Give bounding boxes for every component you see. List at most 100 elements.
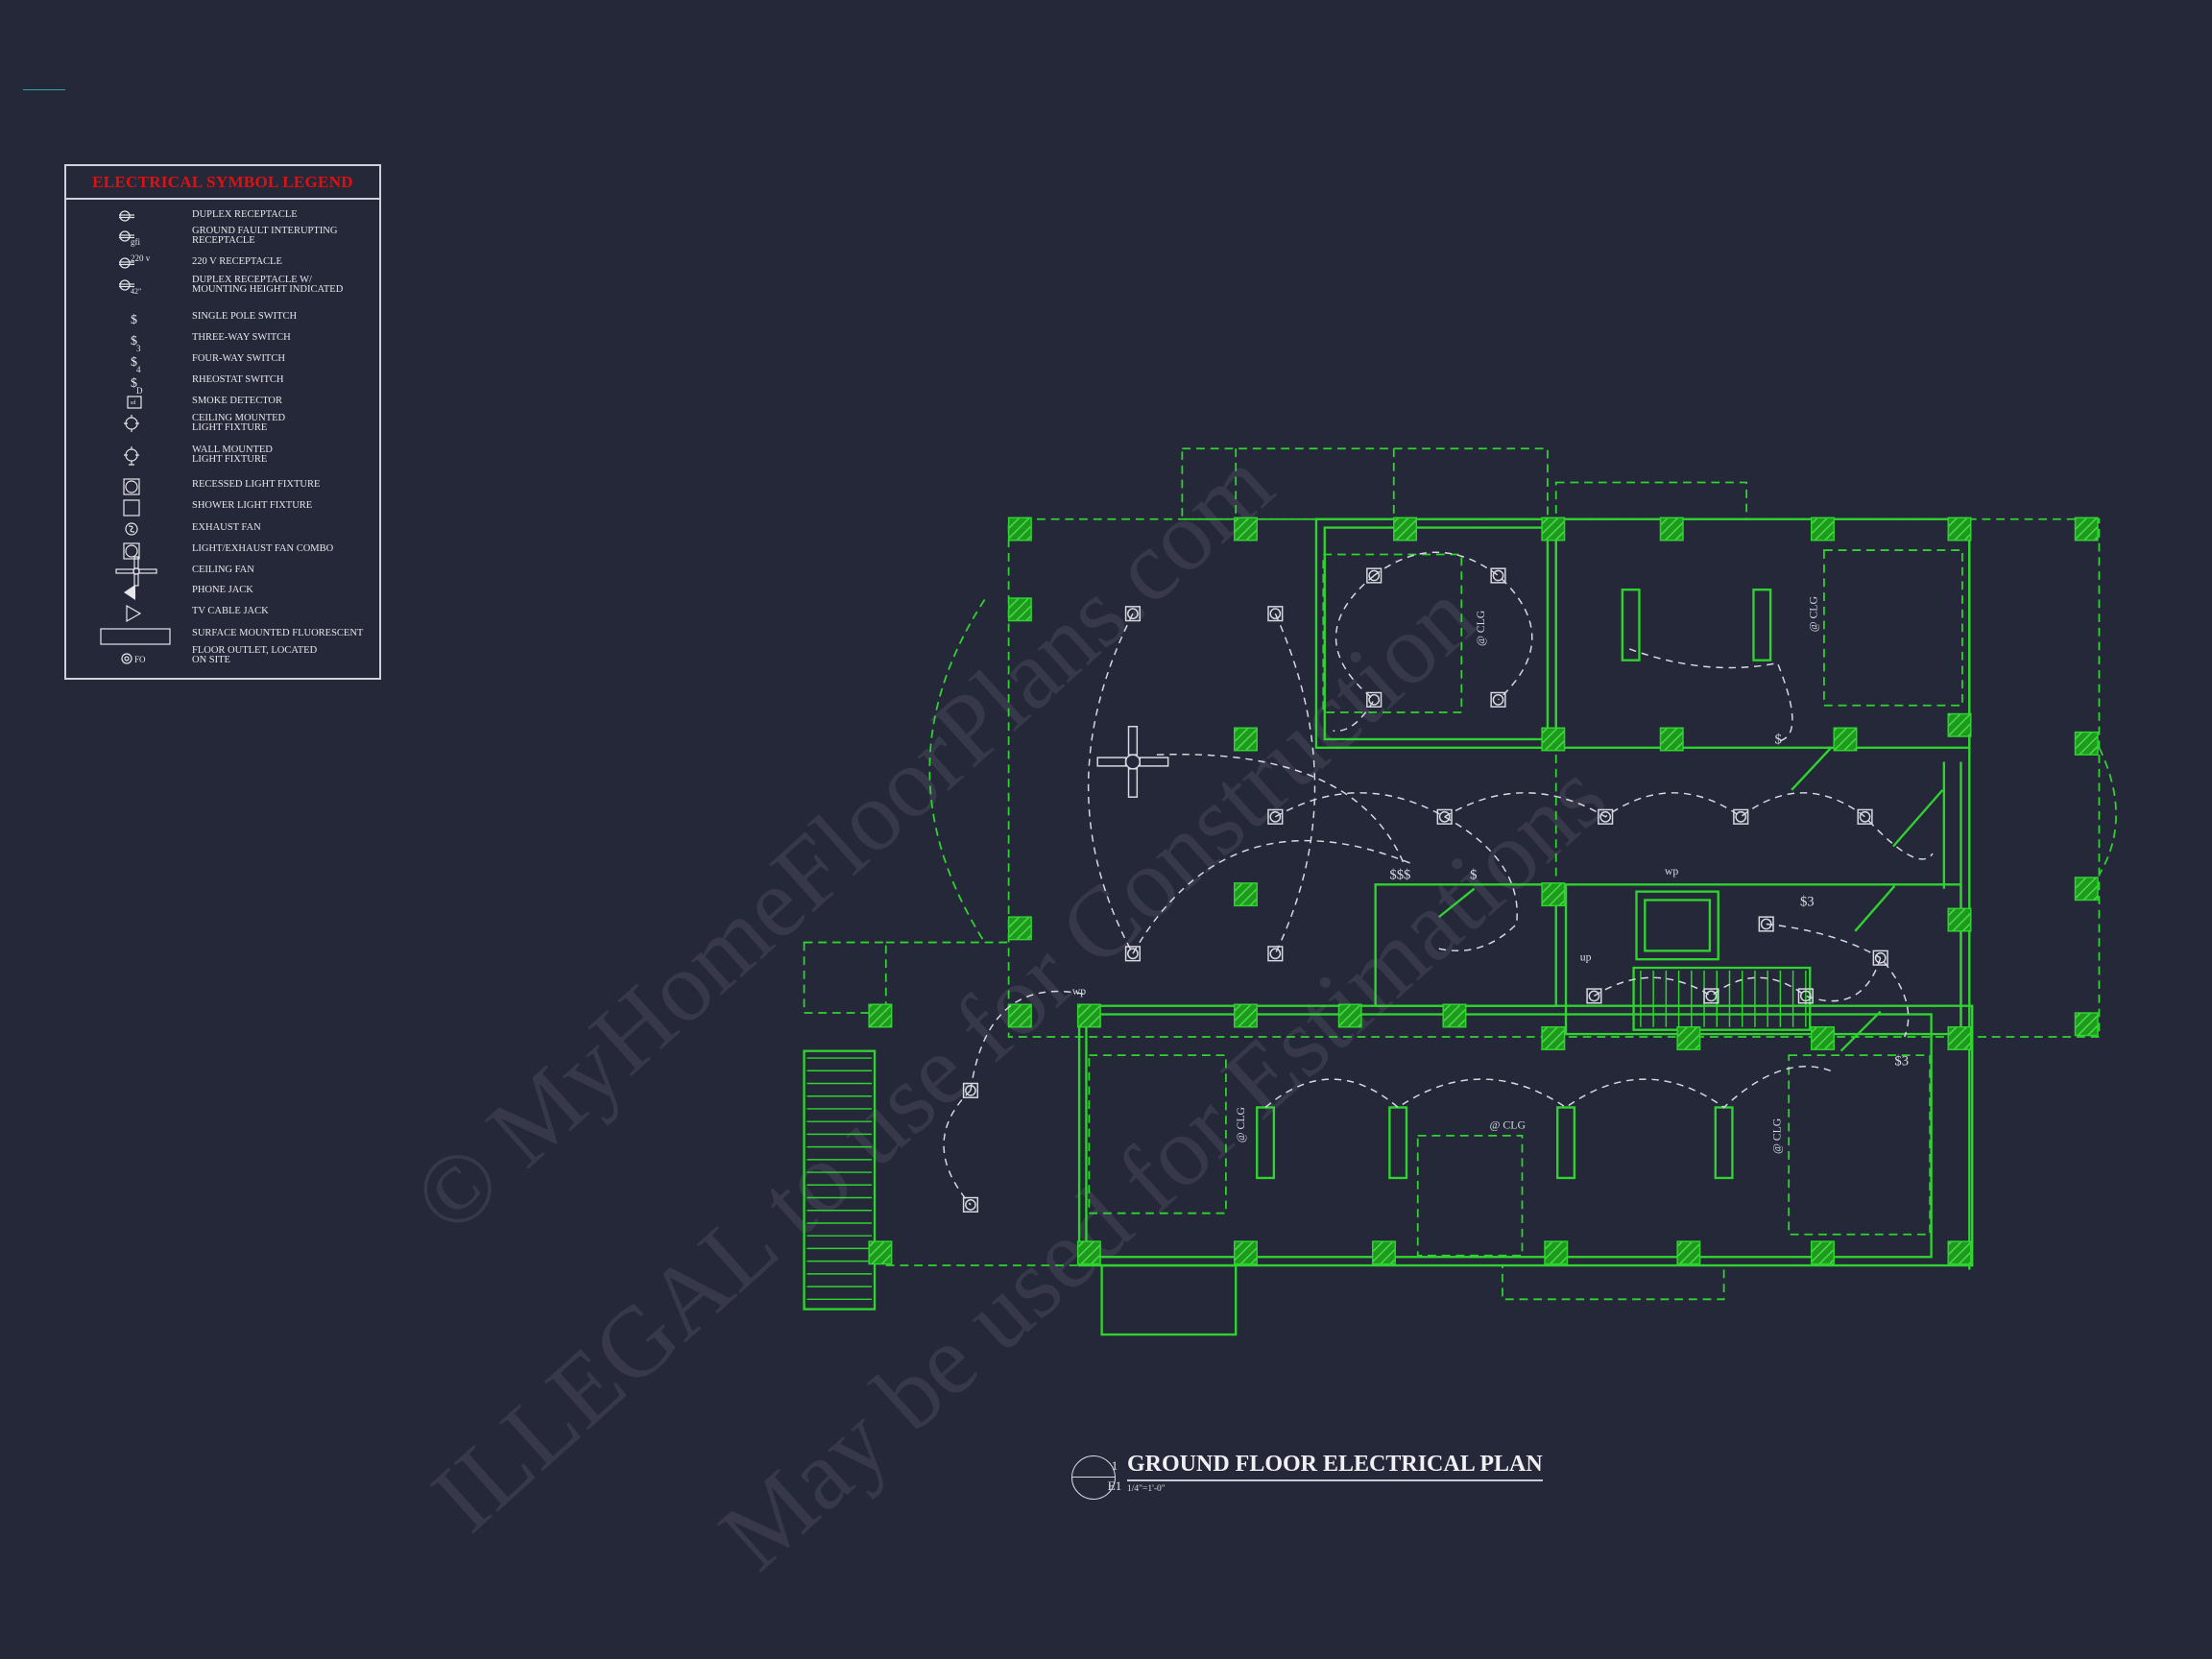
wall-light-icon bbox=[85, 446, 172, 469]
recessed-light-icon bbox=[1857, 808, 1873, 825]
label-clg: @ CLG bbox=[1475, 610, 1487, 646]
recessed-light-icon bbox=[1124, 946, 1142, 962]
column bbox=[1007, 916, 1032, 941]
legend-item-label: SMOKE DETECTOR bbox=[192, 396, 283, 406]
light-exhaust-combo-icon bbox=[85, 541, 172, 565]
column bbox=[1541, 882, 1566, 907]
column bbox=[1947, 517, 1972, 541]
legend-item-label: CEILING MOUNTED LIGHT FIXTURE bbox=[192, 413, 286, 433]
recessed-lights bbox=[962, 567, 1888, 1213]
svg-text:gfi: gfi bbox=[131, 237, 140, 247]
recessed-light-icon bbox=[85, 477, 172, 500]
svg-text:$: $ bbox=[131, 313, 137, 327]
tv-cable-jack-icon bbox=[85, 604, 172, 627]
electrical-symbol-legend: ELECTRICAL SYMBOL LEGEND DUPLEX RECEPTAC… bbox=[64, 164, 381, 680]
recessed-light-icon bbox=[962, 1196, 979, 1213]
recessed-light-icon bbox=[1490, 691, 1506, 708]
legend-item-label: TV CABLE JACK bbox=[192, 606, 269, 616]
label-clg: @ CLG bbox=[1235, 1106, 1247, 1142]
svg-text:$: $ bbox=[131, 376, 137, 391]
column bbox=[868, 1240, 893, 1265]
legend-item-label: FLOOR OUTLET, LOCATED ON SITE bbox=[192, 645, 318, 665]
svg-text:$: $ bbox=[131, 355, 137, 370]
legend-item-label: DUPLEX RECEPTACLE W/ MOUNTING HEIGHT IND… bbox=[192, 275, 344, 295]
sheet-number: E1 bbox=[1107, 1479, 1122, 1493]
circuit-wiring bbox=[943, 551, 1934, 1206]
recessed-light-icon bbox=[1758, 916, 1774, 932]
legend-item-label: SINGLE POLE SWITCH bbox=[192, 311, 298, 322]
column bbox=[1947, 1240, 1972, 1265]
smoke-detector-icon: sd bbox=[85, 394, 172, 417]
recessed-light-icon bbox=[1703, 988, 1719, 1004]
label-switch: $ bbox=[1470, 867, 1477, 882]
recessed-light-icon bbox=[1598, 808, 1614, 825]
gfi-receptacle-icon: gfi bbox=[85, 228, 172, 251]
column bbox=[1007, 517, 1032, 541]
label-switch: $$$ bbox=[1389, 867, 1410, 882]
legend-item-label: LIGHT/EXHAUST FAN COMBO bbox=[192, 543, 334, 554]
recessed-light-icon bbox=[1733, 808, 1749, 825]
four-way-switch-icon: $4 bbox=[85, 351, 172, 374]
column bbox=[1233, 1003, 1258, 1028]
rheostat-switch-icon: $D bbox=[85, 373, 172, 396]
column bbox=[2074, 517, 2099, 541]
duplex-receptacle-height-icon: 42" bbox=[85, 276, 172, 300]
legend-item-label: THREE-WAY SWITCH bbox=[192, 332, 291, 343]
legend-item-label: PHONE JACK bbox=[192, 585, 253, 595]
column bbox=[1947, 712, 1972, 737]
label-up: up bbox=[1580, 951, 1592, 964]
drawing-number: 1 bbox=[1111, 1458, 1118, 1473]
svg-text:42": 42" bbox=[131, 287, 141, 296]
recessed-light-icon bbox=[962, 1082, 979, 1098]
label-clg: @ CLG bbox=[1808, 596, 1820, 633]
label-clg: @ CLG bbox=[1770, 1118, 1783, 1154]
legend-item-label: 220 V RECEPTACLE bbox=[192, 256, 282, 267]
drawing-scale: 1/4"=1'-0" bbox=[1127, 1484, 1166, 1494]
column bbox=[1007, 597, 1032, 622]
column bbox=[1676, 1025, 1701, 1050]
column bbox=[868, 1003, 893, 1028]
label-switch: $3 bbox=[1894, 1053, 1909, 1069]
column bbox=[1676, 1240, 1701, 1265]
structural-columns bbox=[868, 517, 2099, 1265]
svg-text:220 v: 220 v bbox=[131, 253, 151, 263]
column bbox=[1076, 1240, 1101, 1265]
legend-item-label: SHOWER LIGHT FIXTURE bbox=[192, 500, 313, 511]
column bbox=[1659, 727, 1684, 752]
legend-title: ELECTRICAL SYMBOL LEGEND bbox=[66, 166, 379, 200]
recessed-light-icon bbox=[1124, 606, 1142, 622]
svg-text:3: 3 bbox=[136, 344, 141, 353]
floor-outlet-icon: FO bbox=[85, 647, 172, 670]
legend-item-label: CEILING FAN bbox=[192, 565, 254, 575]
column bbox=[1947, 1025, 1972, 1050]
column bbox=[1833, 727, 1858, 752]
column bbox=[1076, 1003, 1101, 1028]
drawing-title: GROUND FLOOR ELECTRICAL PLAN bbox=[1127, 1452, 1543, 1481]
recessed-light-icon bbox=[1490, 567, 1506, 584]
column bbox=[1233, 882, 1258, 907]
ceiling-fan-icon bbox=[85, 556, 172, 587]
column bbox=[2074, 1012, 2099, 1037]
recessed-light-icon bbox=[1586, 988, 1602, 1004]
recessed-light-icon bbox=[1267, 808, 1284, 825]
sheet-reference-bubble: 1 E1 bbox=[1071, 1455, 1121, 1500]
column bbox=[1810, 1025, 1835, 1050]
svg-text:FO: FO bbox=[134, 655, 146, 664]
recessed-light-icon bbox=[1267, 946, 1284, 962]
recessed-light-icon bbox=[1872, 950, 1888, 966]
column bbox=[1544, 1240, 1569, 1265]
column bbox=[1393, 517, 1418, 541]
legend-item-label: RHEOSTAT SWITCH bbox=[192, 374, 284, 385]
top-marker-line bbox=[23, 89, 65, 90]
legend-item-label: RECESSED LIGHT FIXTURE bbox=[192, 479, 321, 490]
recessed-light-icon bbox=[1436, 808, 1453, 825]
column bbox=[1233, 1240, 1258, 1265]
column bbox=[1233, 517, 1258, 541]
exhaust-fan-icon bbox=[85, 520, 172, 543]
legend-item-label: GROUND FAULT INTERUPTING RECEPTACLE bbox=[192, 226, 338, 246]
label-switch: $ bbox=[1775, 732, 1782, 747]
legend-item-label: DUPLEX RECEPTACLE bbox=[192, 209, 298, 220]
column bbox=[1233, 727, 1258, 752]
legend-item-label: FOUR-WAY SWITCH bbox=[192, 353, 285, 364]
